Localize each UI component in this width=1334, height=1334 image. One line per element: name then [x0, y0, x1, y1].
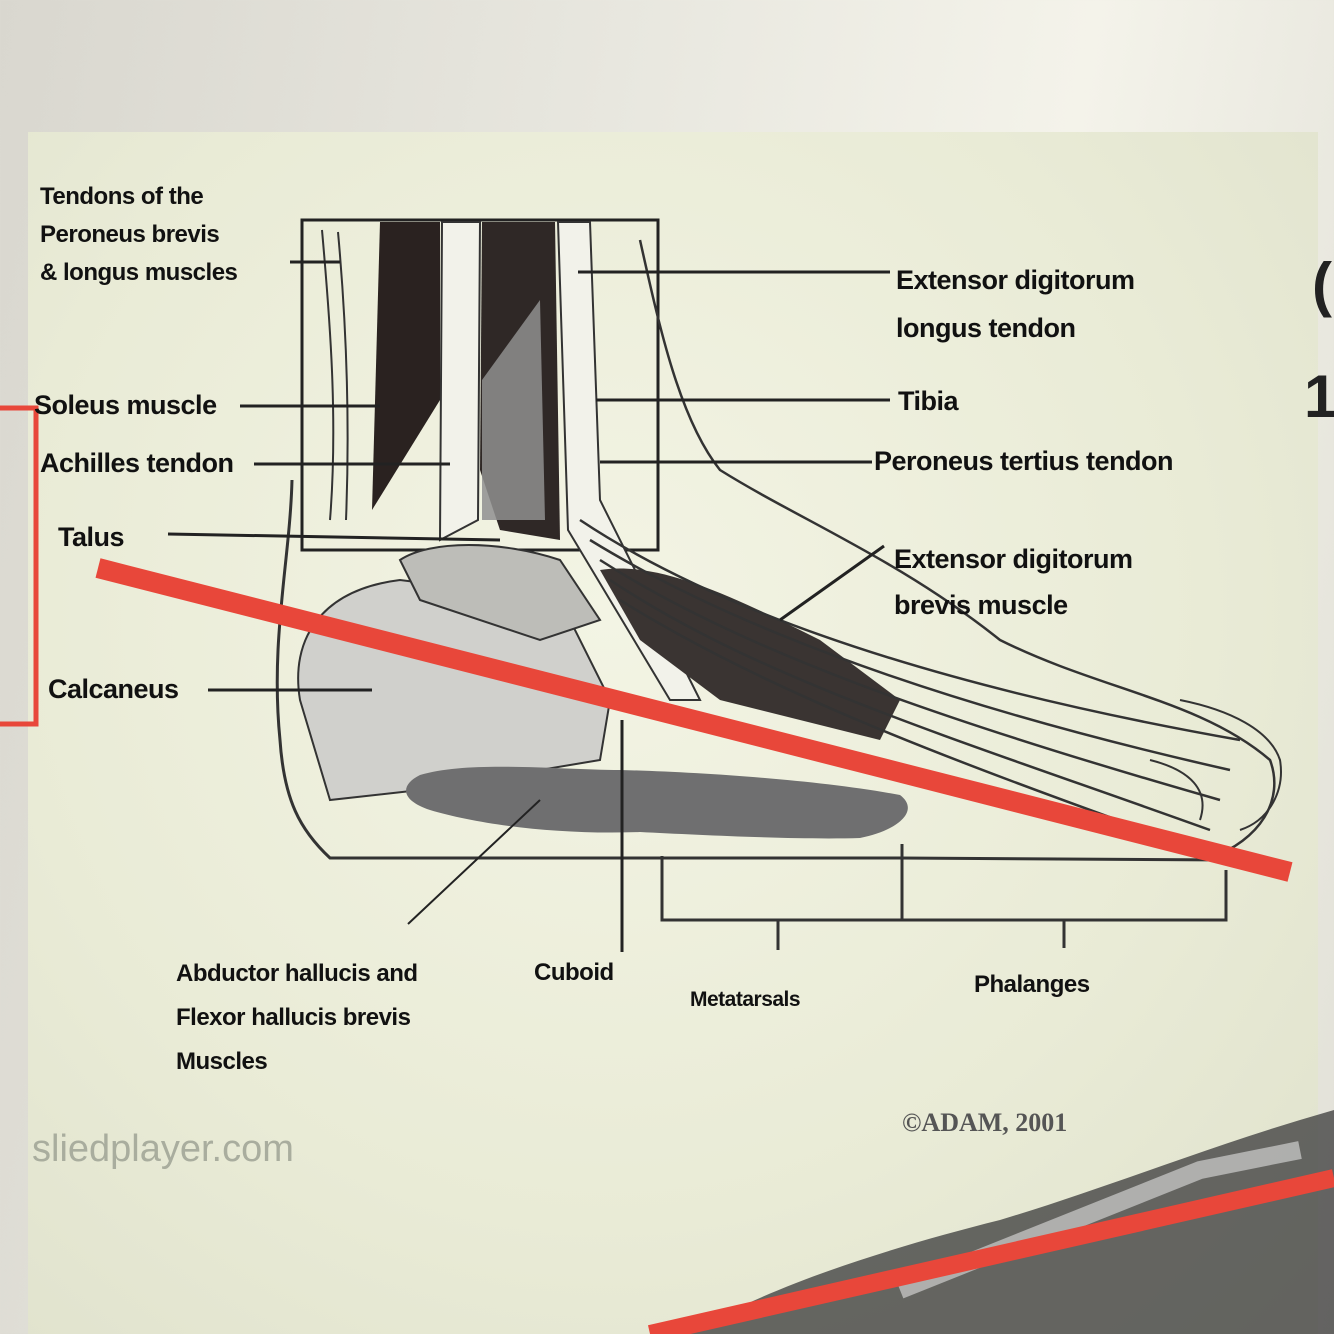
talus-shape — [398, 544, 602, 642]
red-annotation-line — [95, 558, 1293, 882]
label-line: brevis muscle — [894, 590, 1068, 620]
tibia-gray-shape — [482, 300, 545, 520]
label-talus: Talus — [58, 522, 125, 552]
label-line: Peroneus brevis — [40, 221, 220, 248]
watermark-text: sliedplayer.com — [32, 1128, 294, 1170]
label-line: Muscles — [176, 1048, 268, 1075]
achilles-tendon-shape — [438, 221, 482, 542]
copyright-text: ©ADAM, 2001 — [902, 1108, 1068, 1137]
phalanges-bracket — [902, 870, 1228, 922]
heel-outline — [275, 479, 1231, 862]
label-soleus: Soleus muscle — [34, 390, 217, 420]
cropped-glyph-paren: ( — [1312, 251, 1332, 318]
label-tendons-peroneus: Tendons of the Peroneus brevis & longus … — [40, 178, 238, 292]
label-peroneus-tertius: Peroneus tertius tendon — [874, 446, 1174, 476]
cropped-glyph-one: 1 — [1304, 363, 1334, 430]
label-line: Extensor digitorum — [894, 544, 1133, 574]
label-extensor-digitorum-brevis: Extensor digitorum brevis muscle — [894, 536, 1133, 628]
label-line: & longus muscles — [40, 259, 238, 286]
label-metatarsals: Metatarsals — [690, 988, 801, 1011]
xray-foot-overlay — [690, 1110, 1334, 1334]
metatarsal-bracket — [660, 844, 904, 922]
anterior-tendon-column — [556, 221, 702, 701]
label-abductor-hallucis: Abductor hallucis and Flexor hallucis br… — [176, 952, 418, 1084]
soleus-muscle-shape — [372, 222, 440, 510]
label-line: Flexor hallucis brevis — [176, 1004, 411, 1031]
peroneus-tendon-lines — [321, 229, 349, 521]
red-bracket — [0, 405, 39, 727]
toe-outlines — [1149, 699, 1282, 831]
label-tibia: Tibia — [898, 386, 959, 416]
label-phalanges: Phalanges — [974, 971, 1090, 998]
label-line: longus tendon — [896, 313, 1076, 343]
label-line: Abductor hallucis and — [176, 960, 418, 987]
label-line: Extensor digitorum — [896, 265, 1135, 295]
foot-dorsal-outline — [638, 239, 1276, 860]
extensor-brevis-shape — [600, 568, 900, 740]
label-achilles: Achilles tendon — [40, 448, 234, 478]
plantar-muscle-shape — [406, 766, 908, 839]
slide-screen — [28, 132, 1318, 1334]
extensor-tendon-lines — [579, 518, 1241, 852]
label-extensor-digitorum-longus: Extensor digitorum longus tendon — [896, 256, 1135, 352]
label-line: Tendons of the — [40, 183, 204, 210]
label-calcaneus: Calcaneus — [48, 674, 179, 704]
leader-abductor — [407, 799, 541, 925]
red-annotation-line-lower — [647, 1169, 1334, 1334]
label-cuboid: Cuboid — [534, 959, 614, 986]
leader-talus — [167, 532, 501, 542]
leader-extensor-brevis — [779, 544, 885, 622]
